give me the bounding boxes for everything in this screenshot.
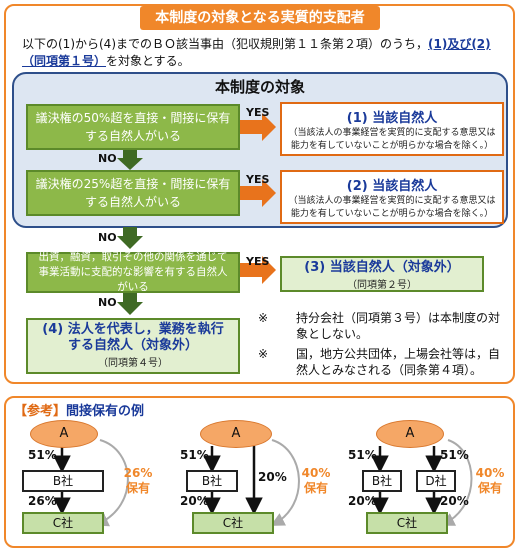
reference-frame: [4, 396, 515, 548]
yes-label-2: YES: [246, 173, 270, 186]
d2-pct-ac: 20%: [258, 470, 287, 484]
yes-label-1: YES: [246, 106, 270, 119]
d1-pct-ab: 51%: [28, 448, 57, 462]
d2-node-c: C社: [192, 512, 274, 534]
yes-arrow-3: [240, 256, 276, 284]
no-label-1: NO: [98, 152, 117, 165]
scope-title: 本制度の対象: [214, 78, 305, 96]
result-2-box: (2) 当該自然人 （当該法人の事業経営を実質的に支配する意思又は能力を有してい…: [280, 170, 504, 224]
d1-node-c: C社: [22, 512, 104, 534]
no-arrow-1: [117, 150, 143, 170]
intro-text: 以下の(1)から(4)までのＢＯ該当事由（犯収規則第１１条第２項）のうち，(1)…: [22, 37, 491, 68]
d3-node-b: B社: [362, 470, 402, 492]
note-1-mark: ※: [258, 311, 269, 325]
d3-pct-ad: 51%: [440, 448, 469, 462]
d3-pct-bc: 20%: [348, 494, 377, 508]
note-1: 持分会社（同項第３号）は本制度の対象としない。: [296, 311, 501, 341]
result-2-note: （当該法人の事業経営を実質的に支配する意思又は能力を有していないことが明らかな場…: [288, 196, 496, 219]
result-1-box: (1) 当該自然人 （当該法人の事業経営を実質的に支配する意思又は能力を有してい…: [280, 102, 504, 156]
no-arrow-2: [117, 227, 143, 249]
d1-pct-bc: 26%: [28, 494, 57, 508]
d3-pct-dc: 20%: [440, 494, 469, 508]
result-1-note: （当該法人の事業経営を実質的に支配する意思又は能力を有していないことが明らかな場…: [288, 128, 496, 151]
yes-label-3: YES: [246, 255, 270, 268]
condition-control: 出資，融資，取引その他の関係を通じて事業活動に支配的な影響を有する自然人がいる: [26, 251, 240, 293]
no-label-2: NO: [98, 231, 117, 244]
result-4-sub: （同項第４号）: [98, 358, 168, 369]
d3-pct-ab: 51%: [348, 448, 377, 462]
d2-pct-ab: 51%: [180, 448, 209, 462]
result-2-title: (2) 当該自然人: [346, 179, 438, 194]
result-4-title: (4) 法人を代表し，業務を執行する自然人（対象外）: [42, 322, 224, 353]
d1-node-a: A: [30, 420, 98, 448]
condition-50-percent: 議決権の50%超を直接・間接に保有する自然人がいる: [26, 104, 240, 150]
note-2: 国，地方公共団体，上場会社等は，自然人とみなされる（同条第４項）。: [296, 347, 501, 377]
result-3-box: (3) 当該自然人（対象外） （同項第２号）: [280, 256, 484, 292]
note-2-mark: ※: [258, 347, 269, 361]
d2-node-a: A: [200, 420, 272, 448]
result-4-box: (4) 法人を代表し，業務を執行する自然人（対象外） （同項第４号）: [26, 318, 240, 374]
d1-side-label: 26%保有: [123, 466, 153, 495]
no-label-3: NO: [98, 296, 117, 309]
result-3-title: (3) 当該自然人（対象外）: [304, 260, 460, 275]
intro-highlight: (1)及び(2)（同項第１号）: [22, 37, 491, 68]
d1-node-b: B社: [22, 470, 104, 492]
condition-25-percent: 議決権の25%超を直接・間接に保有する自然人がいる: [26, 170, 240, 216]
d3-node-c: C社: [366, 512, 448, 534]
result-3-sub: （同項第２号）: [347, 280, 417, 291]
no-arrow-3: [117, 293, 143, 315]
reference-title: 【参考】間接保有の例: [14, 404, 145, 419]
d3-node-a: A: [376, 420, 444, 448]
section-title: 本制度の対象となる実質的支配者: [140, 6, 380, 30]
main-section-frame: [4, 4, 515, 384]
d3-side-label: 40%保有: [475, 466, 505, 495]
yes-arrow-2: [240, 179, 276, 207]
yes-arrow-1: [240, 113, 276, 141]
result-1-title: (1) 当該自然人: [346, 111, 438, 126]
d2-pct-bc: 20%: [180, 494, 209, 508]
d3-node-d: D社: [416, 470, 456, 492]
d2-side-label: 40%保有: [301, 466, 331, 495]
d2-node-b: B社: [186, 470, 238, 492]
